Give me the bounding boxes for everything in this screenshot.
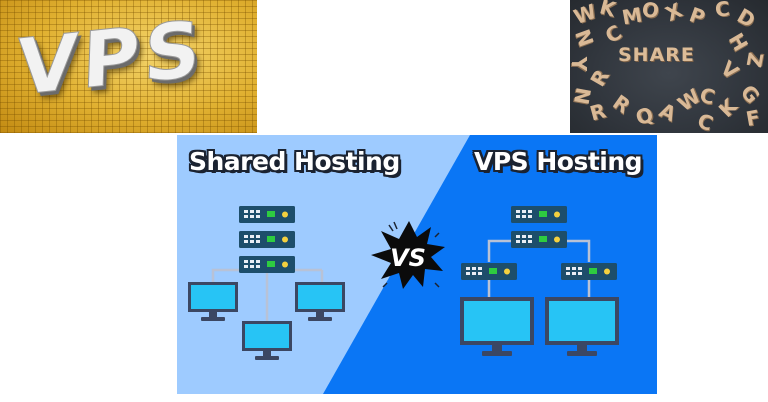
vps-photo-text: VPS: [15, 4, 207, 114]
share-photo-text: SHARE: [618, 44, 695, 66]
shared-server-stack: [239, 206, 295, 273]
shared-hosting-diagram: [188, 206, 345, 360]
vps-virtual-servers: [461, 263, 617, 280]
versus-badge: VS: [371, 221, 445, 289]
vps-main-server-stack: [511, 206, 567, 248]
shared-hosting-title: Shared Hosting: [189, 147, 400, 176]
vps-hosting-title: VPS Hosting: [474, 147, 643, 176]
share-photo: W K M O X P C D N C H Z V Y R N R R Q A …: [570, 0, 768, 133]
hosting-diagram: VS: [188, 206, 619, 360]
vps-hosting-diagram: [460, 206, 619, 356]
versus-label: VS: [390, 244, 426, 272]
hosting-comparison-banner: Shared Hosting VPS Hosting: [177, 135, 657, 394]
scattered-letters: W K M O X P C D N C H Z V Y R N R R Q A …: [570, 0, 768, 133]
vps-computers: [460, 297, 619, 356]
vps-photo: VPS: [0, 0, 257, 133]
